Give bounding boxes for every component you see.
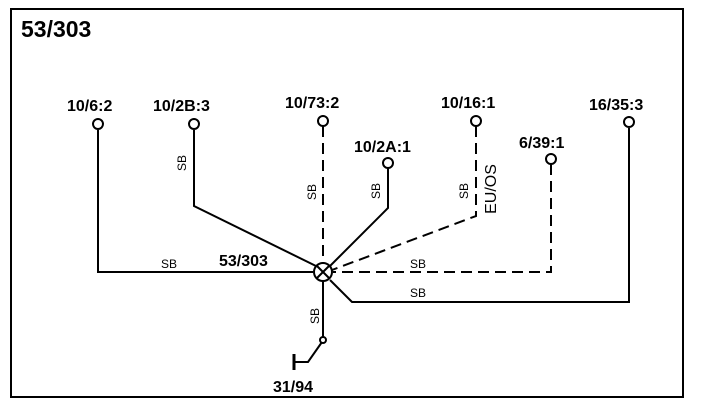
connector-label-10-16-1: 10/16:1	[441, 95, 495, 112]
connector-label-10-2a-1: 10/2A:1	[354, 139, 411, 156]
terminal-10-16-1	[470, 115, 482, 127]
splice-symbol	[313, 262, 333, 282]
wire-color-16-35-3: SB	[410, 286, 426, 300]
wire-color-10-2a-1: SB	[369, 183, 383, 199]
connector-label-10-2b-3: 10/2B:3	[153, 98, 210, 115]
wire-color-10-2b-3: SB	[175, 155, 189, 171]
terminal-10-6-2	[92, 118, 104, 130]
wire-10-6-2	[97, 130, 313, 273]
terminals	[92, 115, 635, 344]
splice-label: 53/303	[219, 253, 268, 270]
diagram-title: 53/303	[21, 16, 91, 42]
terminal-10-2b-3	[188, 118, 200, 130]
wire-10-2b-3	[193, 130, 317, 267]
wire-color-10-16-1: SB	[457, 183, 471, 199]
diagram-frame	[10, 8, 684, 398]
wire-10-16-1	[331, 126, 477, 271]
terminal-ground-switch	[319, 336, 327, 344]
wire-10-2a-1	[329, 168, 389, 267]
wire-color-10-73-2: SB	[305, 184, 319, 200]
wire-ground-switch	[294, 341, 323, 363]
wire-color-6-39-1: SB	[410, 257, 426, 271]
terminal-16-35-3	[623, 116, 635, 128]
terminal-10-73-2	[317, 115, 329, 127]
terminal-6-39-1	[545, 153, 557, 165]
connector-label-6-39-1: 6/39:1	[519, 135, 564, 152]
wire-6-39-1	[333, 164, 552, 273]
option-label-eu-os: EU/OS	[483, 164, 500, 214]
wire-color-10-6-2: SB	[161, 257, 177, 271]
wires	[97, 126, 630, 370]
wire-color-ground: SB	[308, 308, 322, 324]
connector-label-16-35-3: 16/35:3	[589, 97, 643, 114]
terminal-10-2a-1	[382, 157, 394, 169]
connector-label-10-73-2: 10/73:2	[285, 95, 339, 112]
wire-16-35-3	[329, 128, 630, 303]
ground-label: 31/94	[273, 379, 313, 396]
connector-label-10-6-2: 10/6:2	[67, 98, 112, 115]
